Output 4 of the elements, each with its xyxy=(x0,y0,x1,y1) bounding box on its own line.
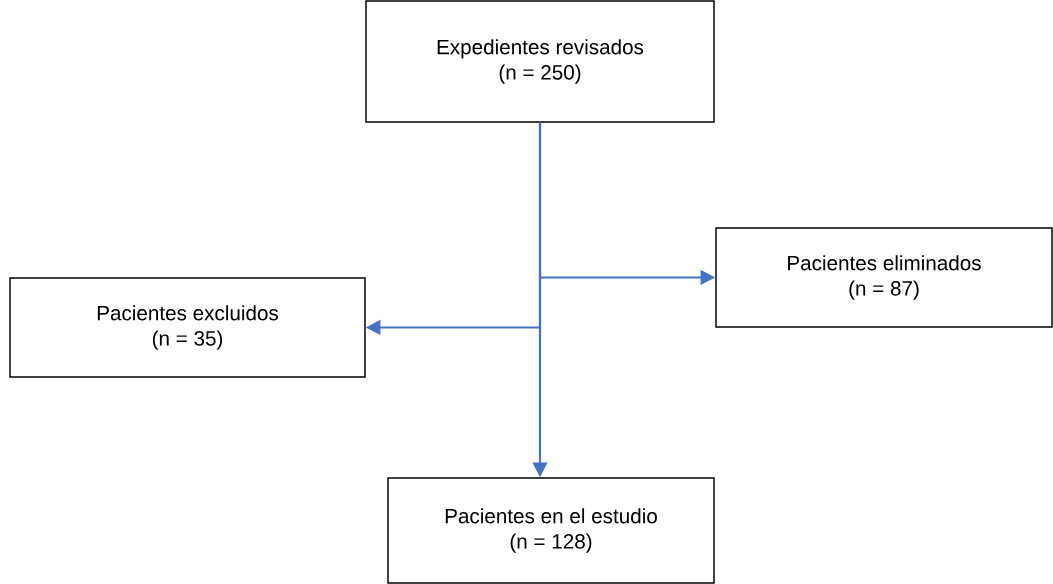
process-box: Pacientes excluidos (n = 35) xyxy=(9,277,366,378)
process-box: Pacientes en el estudio (n = 128) xyxy=(387,477,715,584)
process-box: Pacientes eliminados (n = 87) xyxy=(715,227,1053,328)
process-box: Expedientes revisados (n = 250) xyxy=(365,0,715,123)
